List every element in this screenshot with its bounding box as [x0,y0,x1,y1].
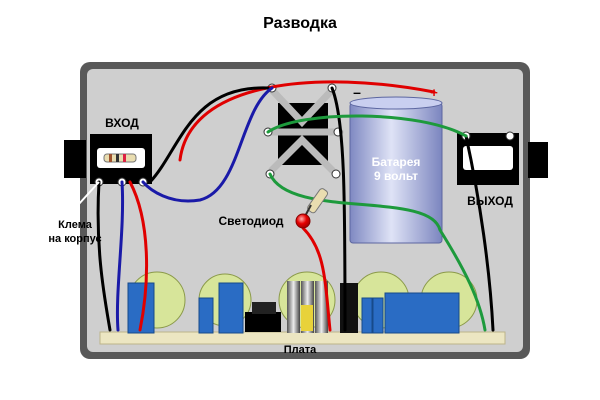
input-jack [90,134,152,187]
output-jack-label: ВЫХОД [467,194,513,208]
footswitch [263,83,344,179]
input-jack-stub [64,140,86,178]
battery-label-line2: 9 вольт [374,169,418,183]
battery-label-line1: Батарея [372,155,421,169]
ground-clamp-wire [77,181,100,206]
ground-clamp-label-line1: Клема [58,219,93,231]
board-label: Плата [284,344,317,356]
led [295,188,329,229]
wires [96,80,495,332]
ground-clamp-label-line2: на корпус [48,233,101,245]
battery-minus-sign: – [353,84,361,100]
output-jack-stub [528,142,548,178]
battery: Батарея 9 вольт [349,96,443,244]
diagram-title: Разводка [263,15,337,32]
input-jack-label: ВХОД [105,116,139,130]
circuit-board [99,331,506,345]
board-components [127,271,478,334]
led-label: Светодиод [218,214,283,228]
